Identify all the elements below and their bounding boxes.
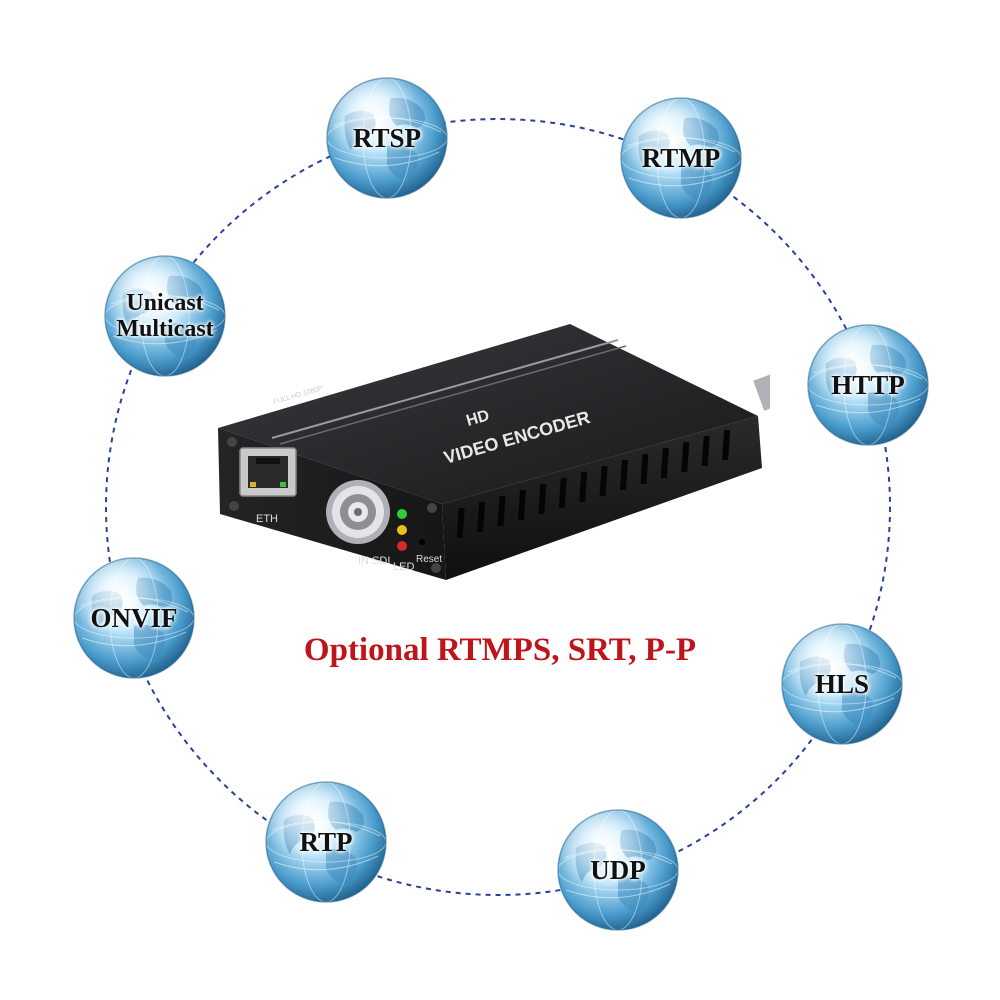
protocol-globe-rtp: RTP: [264, 780, 388, 904]
protocol-label-rtsp: RTSP: [352, 123, 422, 153]
protocol-label-rtmp: RTMP: [641, 143, 721, 173]
protocol-globe-unicast-multicast: Unicast Multicast: [103, 254, 227, 378]
protocol-globe-rtmp: RTMP: [619, 96, 743, 220]
protocol-globe-onvif: ONVIF: [72, 556, 196, 680]
protocol-label-unicast-multicast: Unicast Multicast: [116, 290, 214, 342]
eth-port-label: ETH: [256, 513, 278, 525]
protocol-label-hls: HLS: [814, 669, 870, 699]
device-title-line1: HD: [464, 407, 491, 430]
protocol-globe-rtsp: RTSP: [325, 76, 449, 200]
protocol-label-onvif: ONVIF: [90, 603, 178, 633]
reset-label: Reset: [416, 554, 442, 565]
sdi-port-label: IN SDI: [358, 555, 390, 567]
optional-protocols-tagline: Optional RTMPS, SRT, P-P: [303, 632, 697, 668]
protocol-globe-http: HTTP: [806, 323, 930, 447]
protocol-globe-hls: HLS: [780, 622, 904, 746]
protocol-label-rtp: RTP: [299, 827, 353, 857]
protocol-label-udp: UDP: [590, 855, 646, 885]
bnc-connector-icon: [326, 480, 390, 544]
ethernet-port-icon: [239, 447, 297, 497]
video-encoder-device: HD VIDEO ENCODER FULL HD 1080P ETH IN SD…: [218, 324, 770, 580]
protocol-globe-udp: UDP: [556, 808, 680, 932]
protocol-label-http: HTTP: [831, 370, 905, 400]
led-label: LED: [393, 561, 414, 573]
